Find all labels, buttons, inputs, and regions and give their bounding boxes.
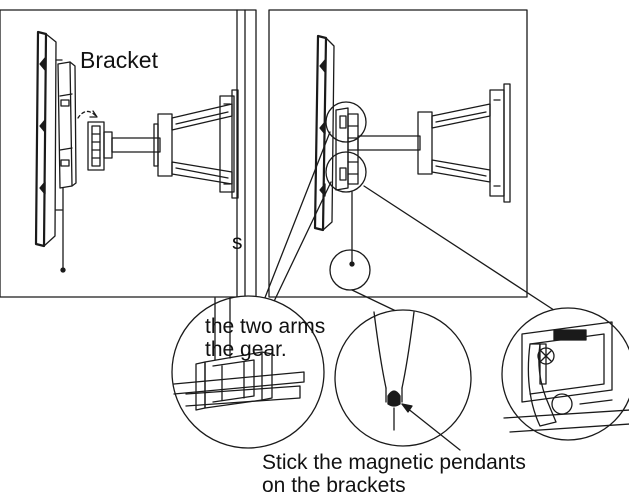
detail-bracket-hook — [171, 295, 325, 449]
detail-magnetic-pendant — [334, 309, 472, 451]
right-panel — [256, 9, 561, 319]
bracket-label: Bracket — [80, 47, 158, 73]
articulating-arm-left — [111, 89, 239, 199]
pendant-line-1: Stick the magnetic pendants — [262, 451, 526, 474]
pendant-line-2: on the brackets — [262, 473, 406, 497]
highlight-circle-top — [325, 101, 367, 143]
tv-side-left — [34, 30, 63, 248]
pendant-instruction: Stick the magnetic pendants on the brack… — [262, 451, 526, 497]
arms-gear-instruction: the two arms the gear. — [205, 315, 326, 361]
right-panel-frame — [268, 9, 528, 298]
hook-arrow — [77, 110, 97, 119]
tv-bracket-left — [57, 61, 77, 189]
left-panel — [0, 9, 257, 298]
tv-side-right — [313, 34, 335, 232]
arms-gear-line-2: the gear. — [205, 337, 287, 361]
detail-gear-screw — [501, 307, 629, 441]
arms-gear-line-1: the two arms — [205, 315, 326, 338]
arm-head-left — [87, 121, 113, 171]
left-panel-frame — [0, 9, 257, 298]
articulating-arm-right — [357, 83, 511, 203]
tv-bracket-right — [335, 107, 359, 191]
highlight-circle-pendant — [329, 249, 371, 291]
highlight-circle-bottom — [325, 151, 367, 193]
magnet-pendant-icon — [387, 390, 401, 407]
cut-off-text-fragment: s — [232, 231, 243, 254]
